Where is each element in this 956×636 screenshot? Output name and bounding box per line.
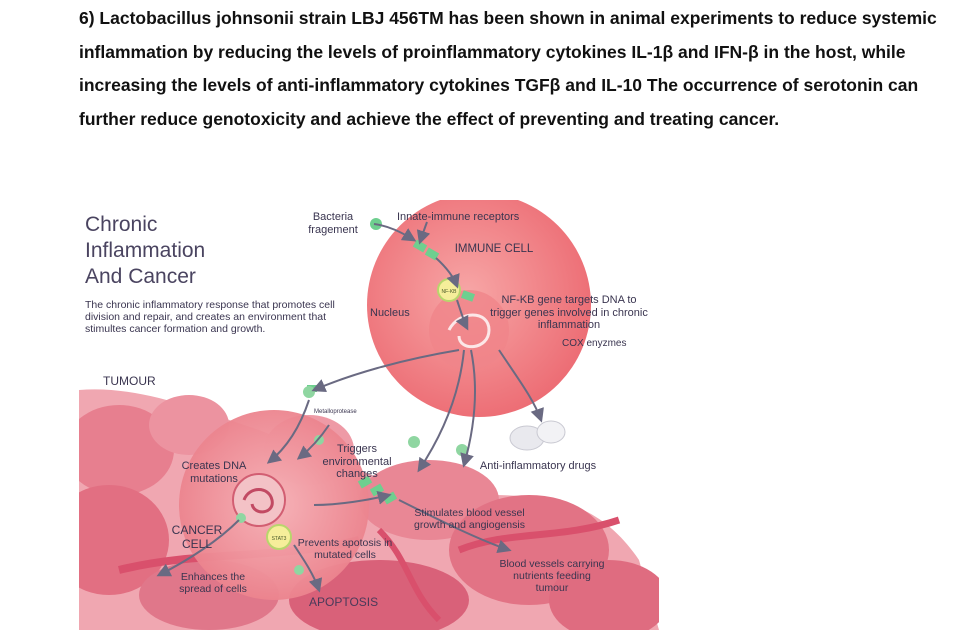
figure-title-line1: Chronic bbox=[85, 212, 157, 237]
receptors-label: Innate-immune receptors bbox=[397, 211, 519, 224]
blood-vessels-label: Blood vessels carrying nutrients feeding… bbox=[497, 558, 607, 594]
immune-cell-label: IMMUNE CELL bbox=[454, 243, 534, 256]
nfkb-label: NF-KB gene targets DNA to trigger genes … bbox=[487, 294, 651, 332]
nfkb-badge: NF-KB bbox=[442, 289, 458, 295]
bacteria-label: Bacteria fragement bbox=[293, 211, 373, 236]
metalloprotease-label: Metalloprotease bbox=[314, 409, 357, 416]
stimulates-label: Stimulates blood vessel growth and angio… bbox=[412, 507, 527, 531]
triggers-label: Triggers environmental changes bbox=[307, 443, 407, 481]
cancer-cell-label: CANCER CELL bbox=[157, 524, 237, 552]
inflammation-cancer-figure: NF-KB STAT3 bbox=[79, 200, 659, 630]
figure-title-line2: Inflammation bbox=[85, 238, 205, 263]
anti-inflammatory-label: Anti-inflammatory drugs bbox=[479, 460, 597, 473]
cox-label: COX enyzmes bbox=[562, 338, 626, 350]
nucleus-label: Nucleus bbox=[370, 307, 410, 320]
creates-dna-label: Creates DNA mutations bbox=[171, 460, 257, 485]
enhances-label: Enhances the spread of cells bbox=[167, 571, 259, 595]
apoptosis-label: APOPTOSIS bbox=[309, 596, 378, 610]
stat3-badge: STAT3 bbox=[272, 536, 287, 542]
prevents-label: Prevents apotosis in mutated cells bbox=[295, 537, 395, 561]
tumour-label: TUMOUR bbox=[103, 375, 156, 389]
figure-description: The chronic inflammatory response that p… bbox=[85, 299, 337, 335]
body-paragraph: 6) Lactobacillus johnsonii strain LBJ 45… bbox=[79, 2, 939, 136]
figure-title-line3: And Cancer bbox=[85, 264, 196, 289]
